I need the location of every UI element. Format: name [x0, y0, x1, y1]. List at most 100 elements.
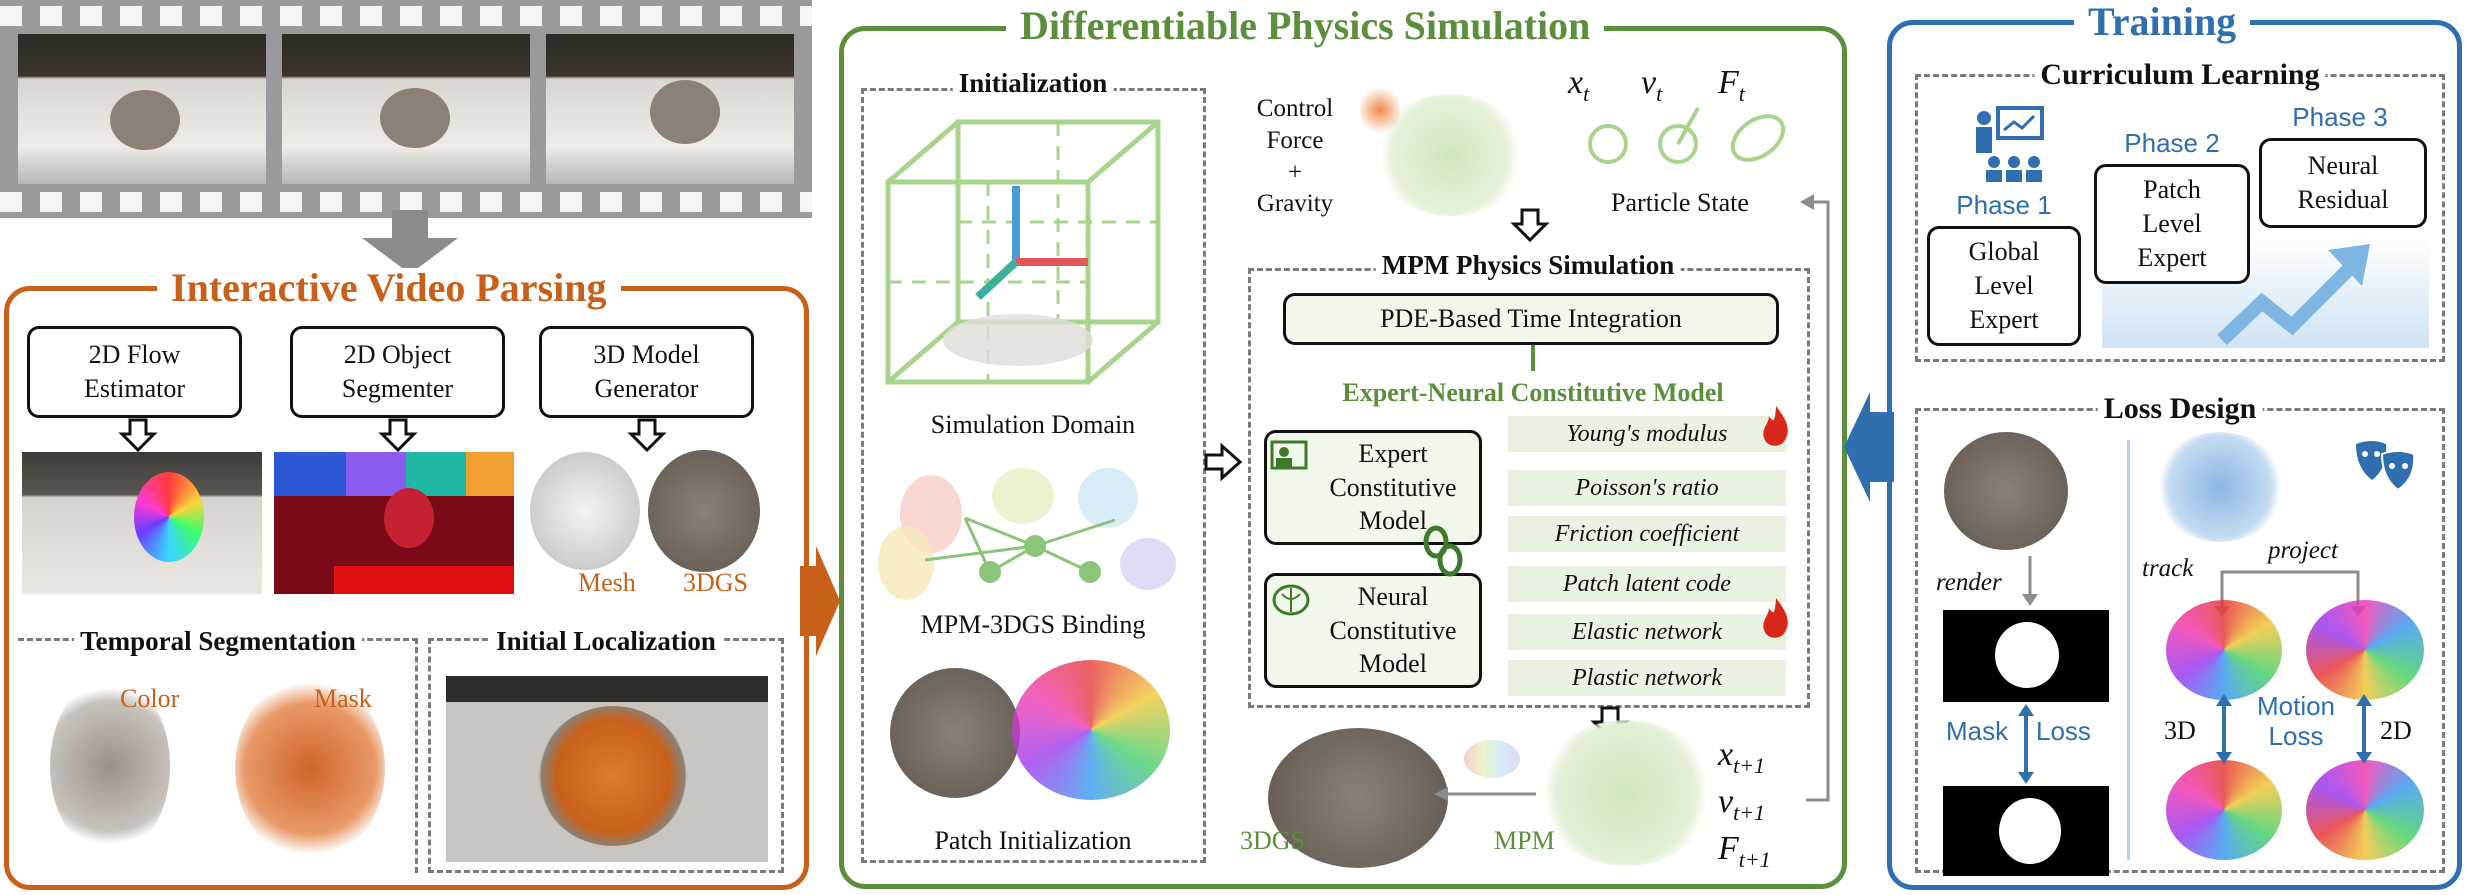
observed-mask-shape — [1999, 798, 2061, 864]
state-f: Ft — [1718, 64, 1745, 106]
neural-param-2: Elastic network — [1508, 614, 1786, 650]
model-generator-box: 3D Model Generator — [539, 326, 754, 418]
phase-3-label: Phase 3 — [2292, 102, 2388, 132]
neural-brain-icon — [1272, 584, 1310, 616]
phase-1-box: Global Level Expert — [1927, 226, 2081, 346]
mesh-label: Mesh — [578, 568, 636, 597]
binding-network — [924, 516, 1116, 583]
segment-object-blob — [384, 488, 434, 548]
mask-label-left: Mask — [314, 684, 372, 713]
object-segmenter-box: 2D Object Segmenter — [290, 326, 505, 418]
next-state-v: vt+1 — [1718, 783, 1766, 825]
film-perforations-bottom — [0, 192, 812, 212]
control-force-label: Control Force + Gravity — [1256, 95, 1334, 218]
binding-blob-4 — [878, 526, 934, 600]
mask-loss-loss-word: Loss — [2036, 716, 2091, 746]
result-gaussian-toy — [1268, 728, 1448, 868]
phase-2-box: Patch Level Expert — [2094, 164, 2250, 284]
video-parsing-title: Interactive Video Parsing — [157, 268, 621, 308]
plush-toy-frame-2 — [380, 88, 450, 148]
pde-connector — [1531, 345, 1535, 371]
parsing-to-simulation-arrow — [800, 546, 840, 656]
particle-state-label: Particle State — [1611, 188, 1749, 217]
film-to-parsing-arrow — [362, 210, 458, 274]
color-label: Color — [120, 684, 180, 713]
neural-flame-icon — [1763, 598, 1788, 638]
mask-segment-image — [235, 676, 385, 861]
simulation-domain-label: Simulation Domain — [930, 410, 1136, 439]
mask-loss-double-arrow — [2018, 704, 2034, 784]
expert-param-2: Poisson's ratio — [1508, 470, 1786, 506]
expert-flame-icon — [1763, 406, 1788, 446]
init-to-mpm-arrow — [1204, 442, 1243, 482]
motion-3d-double-arrow — [2216, 694, 2232, 764]
result-binding-network — [1464, 740, 1520, 778]
pde-integration-box: PDE-Based Time Integration — [1283, 293, 1779, 345]
loss-design-title: Loss Design — [2097, 394, 2263, 424]
binding-blob-2 — [992, 468, 1054, 524]
loss-divider — [2127, 440, 2130, 860]
observed-mask-image — [1943, 786, 2109, 876]
phase-1-label: Phase 1 — [1956, 190, 2052, 220]
neural-model-label: Neural Constitutive Model — [1329, 581, 1457, 679]
binding-label: MPM-3DGS Binding — [920, 610, 1146, 639]
generator-down-arrow — [627, 418, 667, 453]
rendered-mask-image — [1943, 610, 2109, 702]
render-label: render — [1936, 569, 2002, 596]
next-state-x: xt+1 — [1718, 736, 1766, 778]
project-label: project — [2268, 537, 2338, 564]
drama-masks-icon — [2356, 441, 2416, 492]
plush-toy-frame-3 — [650, 80, 720, 144]
teacher-icon — [1976, 106, 2044, 182]
binding-blob-5 — [1120, 538, 1176, 590]
simulation-domain-cube — [885, 119, 1161, 385]
state-v: vt — [1641, 64, 1663, 106]
patch-label: Patch Initialization — [934, 826, 1132, 855]
motion-loss-label: Motion Loss — [2256, 691, 2336, 751]
gaussian-model — [648, 450, 760, 572]
phase-3-box: Neural Residual — [2259, 138, 2427, 228]
mask-loss-mask-word: Mask — [1946, 716, 2009, 746]
track-label: track — [2142, 555, 2194, 582]
loss-gaussian-toy — [1944, 432, 2068, 550]
expert-param-3: Friction coefficient — [1508, 516, 1786, 552]
gs-label-middle: 3DGS — [1240, 826, 1306, 855]
training-to-simulation-arrow — [1844, 392, 1894, 502]
mesh-model — [530, 452, 640, 570]
expert-model-label: Expert Constitutive Model — [1329, 438, 1457, 536]
result-mpm-points — [1538, 720, 1714, 866]
chain-link-icon — [1423, 525, 1463, 577]
binding-blob-3 — [1078, 468, 1138, 528]
localization-image — [446, 676, 768, 862]
expert-param-1: Young's modulus — [1508, 416, 1786, 452]
motion-3d-label: 3D — [2164, 716, 2196, 745]
motion-3d-gt — [2166, 760, 2282, 860]
expert-icon — [1270, 440, 1308, 470]
physics-simulation-title: Differentiable Physics Simulation — [1006, 6, 1605, 46]
next-state-f: Ft+1 — [1718, 830, 1771, 872]
film-perforations-top — [0, 6, 812, 26]
gs-label-left: 3DGS — [683, 568, 749, 597]
color-segment-image — [50, 676, 170, 856]
state-x: xt — [1568, 64, 1590, 106]
rendered-mask-shape — [1995, 622, 2059, 688]
force-arrow-sparks — [1360, 84, 1400, 136]
plush-toy-frame-1 — [110, 90, 180, 150]
force-gaussian-blob — [1375, 94, 1525, 216]
localization-object — [538, 706, 688, 846]
mpm-label: MPM — [1494, 826, 1555, 855]
motion-3d-pred — [2166, 600, 2282, 700]
flow-down-arrow — [118, 418, 158, 453]
segment-down-arrow — [378, 418, 418, 453]
segment-image — [274, 452, 514, 594]
neural-param-1: Patch latent code — [1508, 566, 1786, 602]
state-to-mpm-arrow — [1510, 208, 1550, 243]
ecm-title: Expert-Neural Constitutive Model — [1342, 378, 1724, 407]
temporal-title: Temporal Segmentation — [74, 628, 362, 655]
segment-background-band — [274, 452, 514, 496]
video-film-strip — [0, 0, 812, 218]
patch-gaussian-toy — [890, 668, 1020, 798]
neural-model-box: Neural Constitutive Model — [1264, 573, 1482, 688]
flow-estimator-box: 2D Flow Estimator — [27, 326, 242, 418]
tracked-points-toy — [2156, 432, 2284, 542]
